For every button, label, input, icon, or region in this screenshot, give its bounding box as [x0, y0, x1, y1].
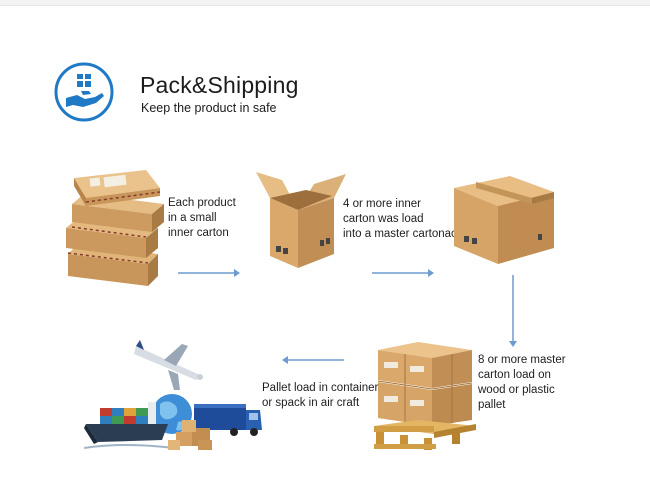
cartons-on-pallet-image: [372, 340, 478, 455]
arrow-down: [508, 275, 518, 352]
open-carton-image: [250, 168, 350, 273]
closed-master-carton-image: [448, 168, 560, 268]
arrow-right-1: [178, 265, 240, 283]
page-title: Pack&Shipping: [140, 72, 299, 98]
step-3-caption: 8 or more master carton load on wood or …: [478, 354, 566, 411]
top-border: [0, 0, 650, 6]
cargo-ship-icon: [83, 402, 175, 449]
airplane-icon: [134, 340, 203, 390]
arrow-left: [282, 352, 344, 370]
boxes-pile-icon: [168, 420, 212, 450]
arrow-right-2: [372, 265, 434, 283]
step-4-caption: Pallet load in container or spack in air…: [262, 382, 379, 409]
truck-icon: [194, 404, 262, 436]
transport-collage-image: [83, 336, 264, 464]
box-on-hand-icon: [53, 61, 115, 123]
step-2-caption: 4 or more inner carton was load into a m…: [343, 198, 464, 240]
step-1-caption: Each product in a small inner carton: [168, 197, 236, 239]
stack-of-inner-cartons-image: [60, 158, 170, 293]
page-subtitle: Keep the product in safe: [141, 101, 277, 115]
